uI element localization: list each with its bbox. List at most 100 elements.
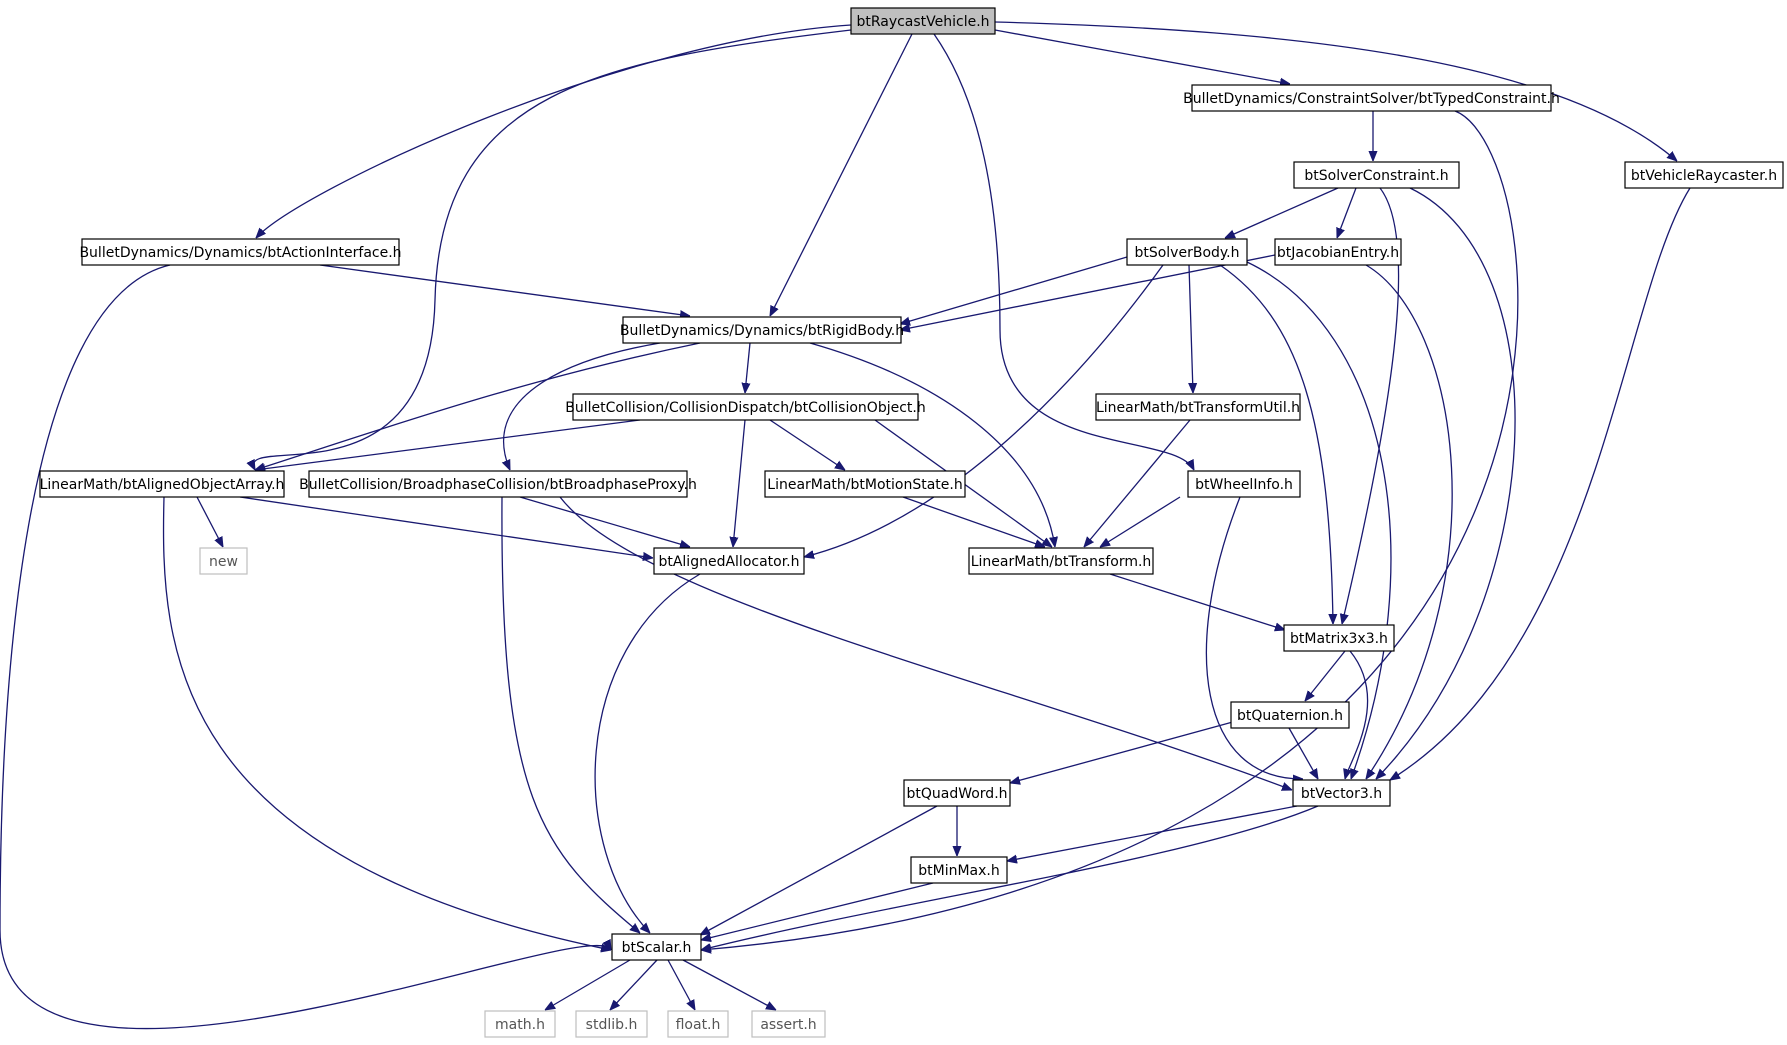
node-bp[interactable]: BulletCollision/BroadphaseCollision/btBr… bbox=[299, 470, 697, 498]
node-rv: btRaycastVehicle.h bbox=[850, 7, 996, 35]
node-box bbox=[308, 470, 688, 498]
edge-je-v3 bbox=[1366, 264, 1453, 779]
edge-rb-aoa bbox=[255, 342, 701, 470]
edge-sb-aa bbox=[804, 264, 1164, 557]
node-float[interactable]: float.h bbox=[667, 1010, 729, 1038]
node-m33[interactable]: btMatrix3x3.h bbox=[1283, 624, 1395, 652]
edge-s-assert bbox=[682, 959, 776, 1010]
node-tu[interactable]: LinearMath/btTransformUtil.h bbox=[1095, 393, 1301, 421]
node-label: float.h bbox=[676, 1017, 721, 1033]
node-box bbox=[39, 470, 285, 498]
node-label: stdlib.h bbox=[586, 1017, 638, 1033]
node-nw[interactable]: new bbox=[199, 547, 248, 575]
node-box bbox=[1191, 84, 1552, 112]
edge-rb-tr bbox=[809, 342, 1055, 547]
edge-bp-s bbox=[501, 496, 640, 933]
node-box bbox=[667, 1010, 729, 1038]
node-assert[interactable]: assert.h bbox=[751, 1010, 826, 1038]
edge-sc-sb bbox=[1225, 187, 1339, 239]
node-qw[interactable]: btQuadWord.h bbox=[903, 779, 1011, 807]
node-sb[interactable]: btSolverBody.h bbox=[1126, 238, 1248, 266]
node-label: LinearMath/btMotionState.h bbox=[767, 477, 962, 493]
node-label: LinearMath/btTransformUtil.h bbox=[1096, 400, 1300, 416]
node-label: btAlignedAllocator.h bbox=[658, 554, 799, 570]
node-v3[interactable]: btVector3.h bbox=[1292, 779, 1391, 807]
node-tr[interactable]: LinearMath/btTransform.h bbox=[968, 547, 1154, 575]
node-label: btVehicleRaycaster.h bbox=[1631, 168, 1777, 184]
edge-rv-ai bbox=[256, 24, 852, 238]
node-label: math.h bbox=[495, 1017, 545, 1033]
node-box bbox=[1230, 701, 1350, 729]
edge-sb-rb bbox=[900, 256, 1128, 324]
edge-tr-m33 bbox=[1109, 573, 1285, 630]
edge-qw-s bbox=[700, 805, 938, 935]
edge-s-float bbox=[667, 959, 695, 1010]
edge-rb-co bbox=[745, 342, 750, 393]
node-label: BulletDynamics/Dynamics/btActionInterfac… bbox=[79, 245, 401, 261]
node-sc[interactable]: btSolverConstraint.h bbox=[1293, 161, 1460, 189]
node-ms[interactable]: LinearMath/btMotionState.h bbox=[764, 470, 966, 498]
edge-rb-bp bbox=[504, 342, 661, 470]
node-label: btQuadWord.h bbox=[906, 786, 1007, 802]
node-vr[interactable]: btVehicleRaycaster.h bbox=[1624, 161, 1784, 189]
node-label: btScalar.h bbox=[622, 940, 692, 956]
node-box bbox=[910, 856, 1008, 884]
edge-sc-v3 bbox=[1376, 187, 1516, 779]
node-box bbox=[1274, 238, 1402, 266]
node-label: assert.h bbox=[760, 1017, 816, 1033]
node-box bbox=[903, 779, 1011, 807]
node-math[interactable]: math.h bbox=[484, 1010, 556, 1038]
node-ai[interactable]: BulletDynamics/Dynamics/btActionInterfac… bbox=[79, 238, 402, 266]
node-box bbox=[653, 547, 805, 575]
node-box bbox=[1126, 238, 1248, 266]
node-label: BulletCollision/BroadphaseCollision/btBr… bbox=[299, 477, 697, 493]
edge-rv-wi bbox=[933, 33, 1194, 470]
node-s[interactable]: btScalar.h bbox=[611, 933, 702, 961]
node-box bbox=[1095, 393, 1301, 421]
edge-aa-s bbox=[594, 573, 701, 933]
node-rb[interactable]: BulletDynamics/Dynamics/btRigidBody.h bbox=[620, 316, 904, 344]
edge-vr-v3 bbox=[1390, 187, 1691, 780]
edge-je-rb bbox=[900, 254, 1276, 330]
edge-rv-vr bbox=[994, 21, 1677, 161]
edge-sb-tu bbox=[1189, 264, 1193, 393]
edge-qt-qw bbox=[1010, 719, 1241, 783]
node-je[interactable]: btJacobianEntry.h bbox=[1274, 238, 1402, 266]
node-box bbox=[484, 1010, 556, 1038]
node-box bbox=[968, 547, 1154, 575]
edge-aoa-s bbox=[162, 496, 611, 950]
edge-tc-s bbox=[701, 110, 1519, 950]
edge-bp-aa bbox=[519, 496, 690, 547]
node-box bbox=[850, 7, 996, 35]
node-stdlib[interactable]: stdlib.h bbox=[575, 1010, 648, 1038]
edge-rv-rb bbox=[770, 33, 913, 316]
node-aoa[interactable]: LinearMath/btAlignedObjectArray.h bbox=[39, 470, 285, 498]
node-box bbox=[622, 316, 902, 344]
node-qt[interactable]: btQuaternion.h bbox=[1230, 701, 1350, 729]
edge-rv-tc bbox=[994, 29, 1290, 84]
node-box bbox=[81, 238, 400, 266]
node-label: btMinMax.h bbox=[918, 863, 999, 879]
edge-aoa-nw bbox=[196, 496, 223, 547]
edge-rv-aoa bbox=[254, 29, 852, 470]
edge-bp-v3 bbox=[559, 496, 1292, 790]
node-mm[interactable]: btMinMax.h bbox=[910, 856, 1008, 884]
node-wi[interactable]: btWheelInfo.h bbox=[1187, 470, 1301, 498]
node-label: btJacobianEntry.h bbox=[1277, 245, 1399, 261]
edge-wi-v3 bbox=[1205, 496, 1303, 779]
node-label: btMatrix3x3.h bbox=[1290, 631, 1388, 647]
node-label: btRaycastVehicle.h bbox=[856, 14, 989, 30]
node-label: btVector3.h bbox=[1301, 786, 1382, 802]
node-co[interactable]: BulletCollision/CollisionDispatch/btColl… bbox=[565, 393, 926, 421]
edge-sc-je bbox=[1337, 187, 1357, 238]
edge-co-aa bbox=[733, 419, 746, 547]
node-box bbox=[1292, 779, 1391, 807]
edge-sb-v3 bbox=[1246, 261, 1392, 779]
edge-m33-v3 bbox=[1345, 650, 1369, 779]
node-box bbox=[1283, 624, 1395, 652]
node-aa[interactable]: btAlignedAllocator.h bbox=[653, 547, 805, 575]
node-tc[interactable]: BulletDynamics/ConstraintSolver/btTypedC… bbox=[1183, 84, 1560, 112]
node-label: LinearMath/btAlignedObjectArray.h bbox=[40, 477, 285, 493]
node-label: btWheelInfo.h bbox=[1195, 477, 1293, 493]
